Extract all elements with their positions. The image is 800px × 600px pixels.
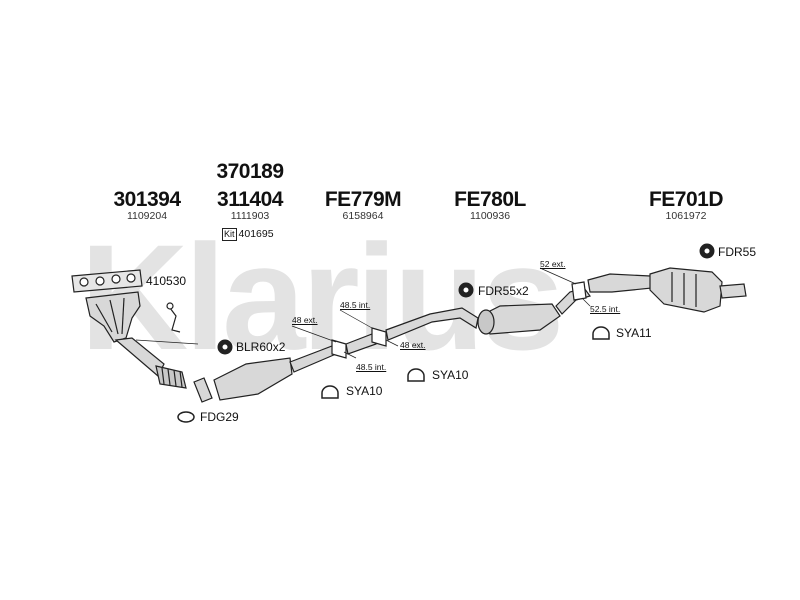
ref-number-1061972: 1061972: [665, 210, 707, 222]
manifold-runner: [109, 299, 119, 335]
silencer-rib: [671, 272, 697, 307]
dim-48-ext-b: 48 ext.: [400, 340, 426, 350]
gasket-hole: [111, 274, 121, 284]
gasket-hole: [126, 273, 136, 283]
downpipe: [114, 337, 165, 377]
brand-watermark: Klarius: [80, 213, 565, 381]
pipe-joint: [331, 339, 347, 359]
front-pipe-flange: [193, 377, 213, 403]
fdg-gasket-icon: [177, 411, 195, 423]
kit-badge: Kit: [222, 228, 237, 241]
exhaust-manifold: [85, 291, 141, 343]
label-fdg29: FDG29: [200, 410, 239, 424]
sya11-clamp-icon: [592, 326, 610, 340]
centre-pipe-long: [385, 307, 479, 341]
part-number-FE701D: FE701D: [648, 188, 724, 211]
dim-48-5-int-a: 48.5 int.: [340, 300, 371, 310]
manifold-runner: [95, 303, 113, 333]
cat-pipe: [289, 345, 337, 373]
gasket-hole: [95, 276, 105, 286]
label-blr60x2: BLR60x2: [236, 340, 286, 354]
rear-pipe: [587, 273, 653, 293]
ref-number-1111903: 1111903: [230, 210, 270, 222]
dim-52-ext: 52 ext.: [540, 259, 566, 269]
kit-number-value: 401695: [238, 228, 274, 240]
label-sya11: SYA11: [616, 326, 652, 340]
catalytic-converter: [213, 357, 293, 401]
part-number-301394: 301394: [113, 188, 181, 211]
ref-number-1100936: 1100936: [469, 210, 511, 222]
dim-48-5-int-b: 48.5 int.: [356, 362, 387, 372]
label-fdr55x2: FDR55x2: [478, 284, 529, 298]
lambda-bracket: [169, 307, 181, 333]
bracket-bolt: [166, 302, 174, 310]
label-fdr55: FDR55: [718, 245, 757, 259]
label-sya10-a: SYA10: [346, 384, 383, 398]
part-number-370189: 370189: [216, 160, 284, 183]
rear-silencer: [649, 267, 723, 313]
label-410530: 410530: [146, 274, 187, 288]
sya10-clamp-icon: [407, 368, 425, 382]
part-number-FE780L: FE780L: [454, 188, 526, 211]
sya10-clamp-icon: [321, 385, 339, 399]
dim-52-5-int: 52.5 int.: [590, 304, 621, 314]
tailpipe: [719, 283, 747, 299]
manifold-runner: [121, 297, 125, 335]
pipe-joint: [571, 281, 587, 301]
manifold-gasket: [71, 269, 143, 293]
pipe-joint: [371, 327, 387, 347]
silencer-end: [477, 309, 495, 335]
dim-48-ext-a: 48 ext.: [292, 315, 318, 325]
part-number-311404: 311404: [217, 188, 283, 211]
label-sya10-b: SYA10: [432, 368, 469, 382]
centre-pipe: [345, 333, 377, 355]
part-number-FE779M: FE779M: [324, 188, 402, 211]
middle-silencer: [479, 303, 561, 335]
ref-number-6158964: 6158964: [342, 210, 384, 222]
flexi-rib: [161, 367, 183, 388]
ref-number-1109204: 1109204: [126, 210, 168, 222]
gasket-hole: [79, 277, 89, 287]
